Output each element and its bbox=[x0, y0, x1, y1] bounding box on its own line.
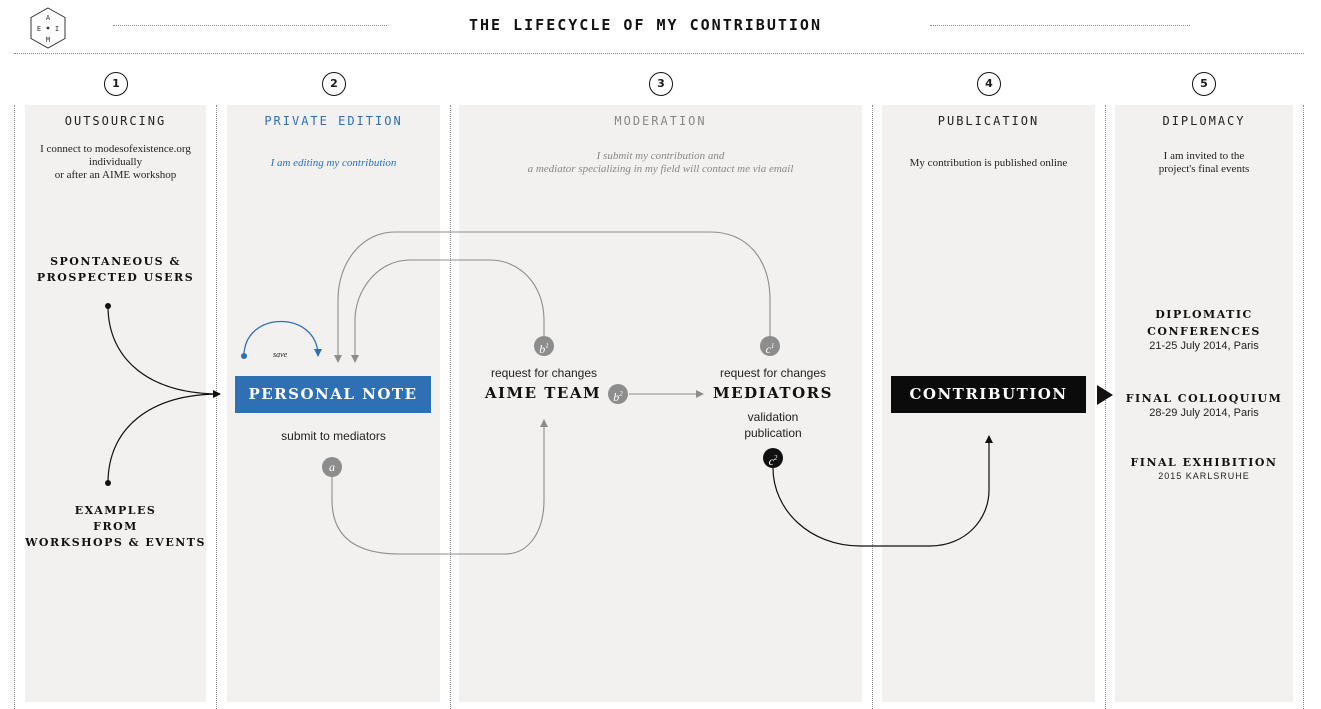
connector-save-loop bbox=[243, 321, 322, 357]
description-line: project's final events bbox=[1158, 163, 1250, 175]
source-line: PROSPECTED USERS bbox=[36, 271, 195, 284]
event-final-colloquium: FINAL COLLOQUIUM 28-29 July 2014, Paris bbox=[1115, 390, 1293, 419]
validation-label: validation bbox=[747, 410, 799, 424]
aime-team-label: AIME TEAM bbox=[484, 384, 602, 402]
connector-c1-return bbox=[334, 231, 771, 363]
contribution-box[interactable]: CONTRIBUTION bbox=[891, 376, 1086, 413]
description-line: I submit my contribution and bbox=[596, 150, 725, 162]
connector-a-submit bbox=[331, 419, 548, 555]
step-number-2: 2 bbox=[322, 72, 346, 96]
badge-letter: b bbox=[539, 342, 546, 356]
event-title-line: DIPLOMATIC bbox=[1155, 308, 1253, 321]
connector-users-to-note bbox=[107, 305, 221, 398]
connector-examples-to-note bbox=[107, 393, 221, 484]
step-description-outsourcing: I connect to modesofexistence.org indivi… bbox=[25, 143, 206, 182]
column-divider bbox=[872, 105, 873, 709]
aime-logo: A E I M bbox=[30, 7, 66, 49]
description-line: My contribution is published online bbox=[909, 157, 1068, 169]
personal-note-box[interactable]: PERSONAL NOTE bbox=[235, 376, 431, 413]
panel-diplomacy bbox=[1115, 105, 1293, 702]
badge-sup: 1 bbox=[770, 342, 775, 350]
step-number-3: 3 bbox=[649, 72, 673, 96]
logo-letter-a: A bbox=[46, 14, 51, 22]
badge-letter: c bbox=[765, 342, 771, 356]
badge-b1: b1 bbox=[534, 336, 554, 356]
column-divider bbox=[450, 105, 451, 709]
title-rule-left bbox=[113, 25, 387, 26]
header-divider bbox=[14, 53, 1304, 54]
step-description-publication: My contribution is published online bbox=[882, 157, 1095, 170]
step-title-outsourcing: OUTSOURCING bbox=[64, 114, 167, 128]
publication-label: publication bbox=[744, 426, 802, 440]
badge-c1: c1 bbox=[760, 336, 780, 356]
event-date: 2015 Karlsruhe bbox=[1158, 471, 1250, 481]
column-divider bbox=[1303, 105, 1304, 709]
step-title-moderation: MODERATION bbox=[614, 114, 707, 128]
badge-sup: 2 bbox=[773, 454, 778, 462]
badge-letter: c bbox=[768, 454, 774, 468]
description-line: individually bbox=[88, 156, 143, 168]
event-date: 21-25 July 2014, Paris bbox=[1149, 340, 1259, 352]
logo-letter-m: M bbox=[46, 36, 50, 44]
aime-request-label: request for changes bbox=[490, 366, 598, 380]
step-number-5: 5 bbox=[1192, 72, 1216, 96]
description-line: I am invited to the bbox=[1163, 150, 1245, 162]
submit-to-mediators-label: submit to mediators bbox=[281, 429, 386, 443]
save-label: save bbox=[273, 350, 288, 359]
badge-sup: 2 bbox=[619, 390, 623, 398]
step-number-1: 1 bbox=[104, 72, 128, 96]
badge-letter: b bbox=[613, 390, 620, 404]
badge-c2: c2 bbox=[763, 448, 783, 468]
connector-c2-publish bbox=[772, 435, 993, 547]
source-line: FROM bbox=[93, 520, 138, 533]
step-number-4: 4 bbox=[977, 72, 1001, 96]
arrow-to-diplomacy bbox=[1097, 385, 1113, 405]
badge-sup: 1 bbox=[545, 342, 549, 350]
column-divider bbox=[216, 105, 217, 709]
step-title-diplomacy: DIPLOMACY bbox=[1162, 114, 1246, 128]
badge-b2: b2 bbox=[608, 384, 628, 404]
description-line: a mediator specializing in my field will… bbox=[527, 163, 794, 175]
event-title-line: CONFERENCES bbox=[1147, 325, 1261, 338]
event-final-exhibition: FINAL EXHIBITION 2015 Karlsruhe bbox=[1115, 454, 1293, 481]
description-line: or after an AIME workshop bbox=[54, 169, 177, 181]
step-title-private-edition: PRIVATE EDITION bbox=[264, 114, 403, 128]
description-line: I connect to modesofexistence.org bbox=[40, 143, 191, 155]
step-title-publication: PUBLICATION bbox=[937, 114, 1040, 128]
step-description-private-edition: I am editing my contribution bbox=[227, 157, 440, 170]
column-divider bbox=[1105, 105, 1106, 709]
badge-a: a bbox=[322, 457, 342, 477]
logo-letter-e: E bbox=[37, 25, 41, 33]
event-title-line: FINAL EXHIBITION bbox=[1130, 456, 1278, 469]
mediators-request-label: request for changes bbox=[719, 366, 827, 380]
source-workshop-examples: EXAMPLES FROM WORKSHOPS & EVENTS bbox=[25, 503, 206, 551]
connector-b1-return bbox=[351, 259, 545, 363]
title-rule-right bbox=[930, 25, 1190, 26]
mediators-label: MEDIATORS bbox=[713, 384, 833, 402]
event-diplomatic-conferences: DIPLOMATIC CONFERENCES 21-25 July 2014, … bbox=[1115, 306, 1293, 352]
description-line: I am editing my contribution bbox=[270, 157, 397, 169]
event-date: 28-29 July 2014, Paris bbox=[1149, 407, 1259, 419]
panel-outsourcing bbox=[25, 105, 206, 702]
page-title: THE LIFECYCLE OF MY CONTRIBUTION bbox=[469, 16, 822, 34]
source-spontaneous-users: SPONTANEOUS & PROSPECTED USERS bbox=[25, 254, 206, 286]
source-line: EXAMPLES bbox=[74, 504, 157, 517]
source-line: SPONTANEOUS & bbox=[50, 255, 181, 268]
step-description-diplomacy: I am invited to the project's final even… bbox=[1115, 150, 1293, 176]
source-line: WORKSHOPS & EVENTS bbox=[25, 536, 206, 549]
panel-moderation bbox=[459, 105, 862, 702]
step-description-moderation: I submit my contribution and a mediator … bbox=[459, 150, 862, 176]
logo-letter-i: I bbox=[55, 25, 59, 33]
column-divider bbox=[14, 105, 15, 709]
event-title-line: FINAL COLLOQUIUM bbox=[1125, 392, 1283, 405]
